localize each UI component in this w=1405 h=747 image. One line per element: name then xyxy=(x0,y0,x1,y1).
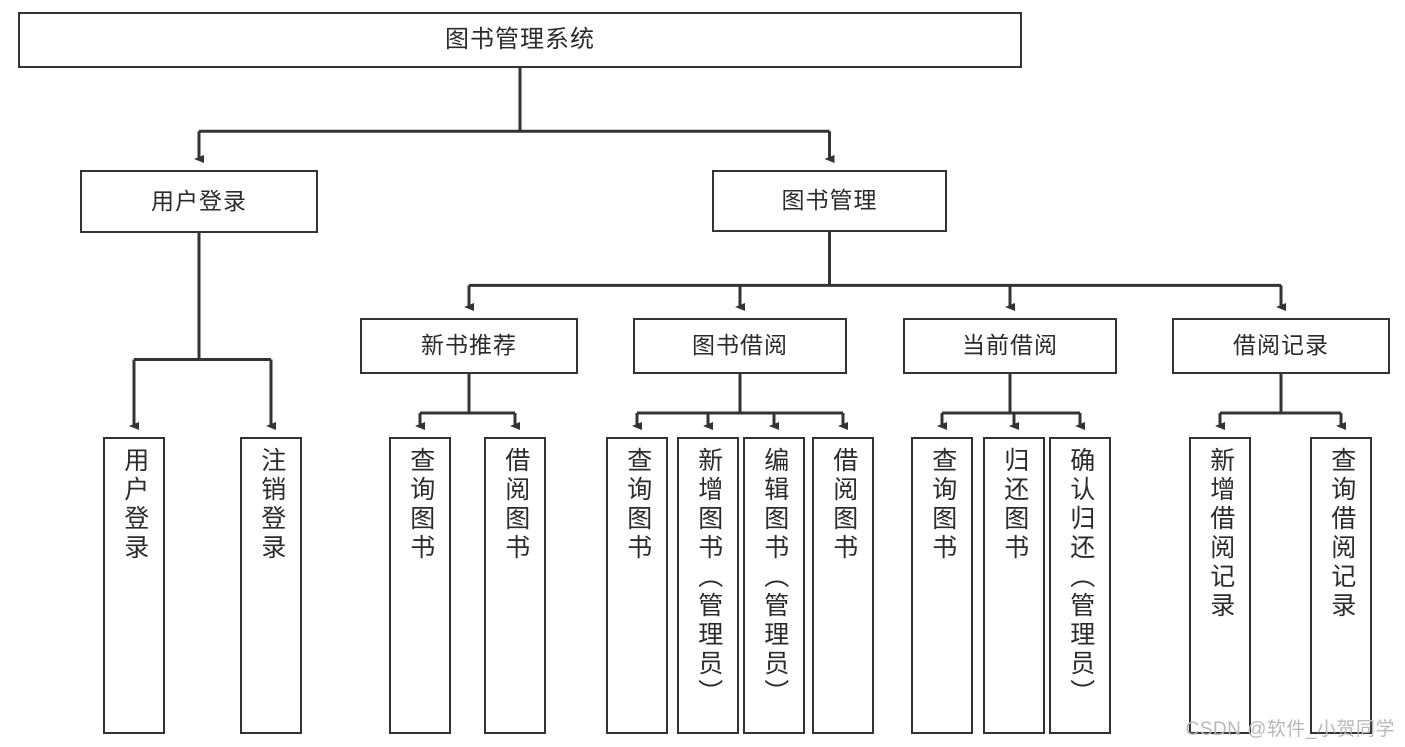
node-leaf-add-borrow-record[interactable]: 新增借阅记录 xyxy=(1189,437,1251,734)
node-leaf-borrow-book-1-label: 借阅图书 xyxy=(501,447,530,563)
node-leaf-borrow-book-1[interactable]: 借阅图书 xyxy=(484,437,546,734)
watermark: CSDN @软件_小贺同学 xyxy=(1185,719,1395,740)
node-borrow-record-label: 借阅记录 xyxy=(1233,332,1329,359)
node-current-borrow[interactable]: 当前借阅 xyxy=(903,318,1117,374)
node-leaf-return-book[interactable]: 归还图书 xyxy=(983,437,1045,734)
node-leaf-add-borrow-record-label: 新增借阅记录 xyxy=(1206,447,1235,621)
node-book-manage-label: 图书管理 xyxy=(781,187,878,214)
node-leaf-borrow-book-2-label: 借阅图书 xyxy=(829,447,858,563)
node-leaf-add-book-admin-label: 新增图书（管理员） xyxy=(694,447,723,708)
node-leaf-confirm-return-admin[interactable]: 确认归还（管理员） xyxy=(1049,437,1111,734)
node-leaf-query-book-3-label: 查询图书 xyxy=(928,447,957,563)
node-leaf-logout-login[interactable]: 注销登录 xyxy=(240,437,302,734)
node-leaf-edit-book-admin[interactable]: 编辑图书（管理员） xyxy=(743,437,805,734)
node-leaf-query-book-2[interactable]: 查询图书 xyxy=(606,437,668,734)
node-new-book-recommend[interactable]: 新书推荐 xyxy=(360,318,578,374)
node-current-borrow-label: 当前借阅 xyxy=(962,332,1058,359)
node-leaf-confirm-return-admin-label: 确认归还（管理员） xyxy=(1066,447,1095,708)
node-leaf-user-login[interactable]: 用户登录 xyxy=(103,437,165,734)
node-leaf-edit-book-admin-label: 编辑图书（管理员） xyxy=(760,447,789,708)
node-leaf-logout-login-label: 注销登录 xyxy=(257,447,286,563)
node-leaf-borrow-book-2[interactable]: 借阅图书 xyxy=(812,437,874,734)
node-leaf-return-book-label: 归还图书 xyxy=(1000,447,1029,563)
node-book-borrow[interactable]: 图书借阅 xyxy=(633,318,847,374)
node-leaf-query-book-1-label: 查询图书 xyxy=(406,447,435,563)
node-user-login[interactable]: 用户登录 xyxy=(80,170,318,233)
node-leaf-query-book-3[interactable]: 查询图书 xyxy=(911,437,973,734)
node-leaf-add-book-admin[interactable]: 新增图书（管理员） xyxy=(677,437,739,734)
node-leaf-query-borrow-record-label: 查询借阅记录 xyxy=(1327,447,1356,621)
node-book-borrow-label: 图书借阅 xyxy=(692,332,788,359)
node-book-manage[interactable]: 图书管理 xyxy=(712,170,947,232)
node-borrow-record[interactable]: 借阅记录 xyxy=(1172,318,1390,374)
node-root[interactable]: 图书管理系统 xyxy=(18,12,1022,68)
node-new-book-recommend-label: 新书推荐 xyxy=(421,332,517,359)
node-leaf-query-borrow-record[interactable]: 查询借阅记录 xyxy=(1310,437,1372,734)
node-leaf-user-login-label: 用户登录 xyxy=(120,447,149,563)
node-leaf-query-book-2-label: 查询图书 xyxy=(623,447,652,563)
node-leaf-query-book-1[interactable]: 查询图书 xyxy=(389,437,451,734)
node-user-login-label: 用户登录 xyxy=(151,187,247,214)
node-root-label: 图书管理系统 xyxy=(445,25,595,53)
